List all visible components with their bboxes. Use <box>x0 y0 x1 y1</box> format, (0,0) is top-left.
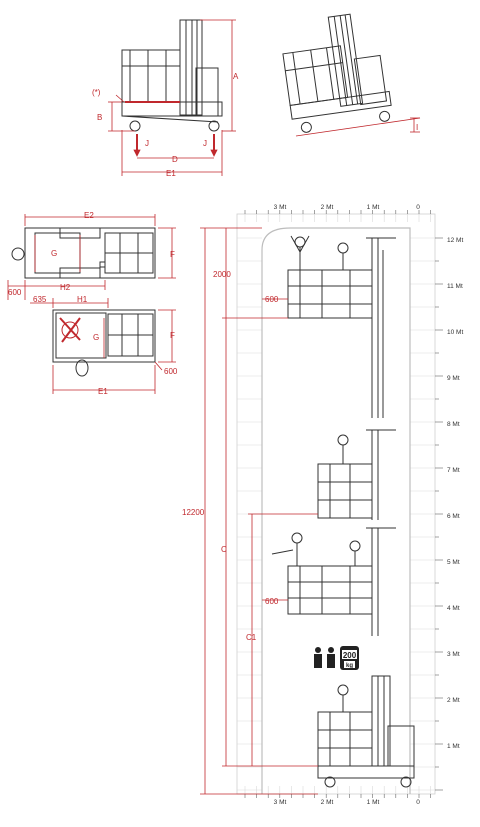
label-c1: C1 <box>246 633 257 642</box>
hscale-bottom-3: 3 Mt <box>274 799 287 806</box>
label-h1: H1 <box>77 295 88 304</box>
label-f-1: F <box>170 250 175 259</box>
label-c: C <box>221 545 227 554</box>
label-star: (*) <box>92 88 101 97</box>
label-f-2: F <box>170 331 175 340</box>
hscale-top-2: 2 Mt <box>321 204 334 211</box>
label-h2: H2 <box>60 283 71 292</box>
vscale-10: 10 Mt <box>447 329 463 336</box>
capacity-value: 200 <box>343 651 357 660</box>
label-b: B <box>97 113 102 122</box>
label-a: A <box>233 72 239 81</box>
hscale-bottom-2: 2 Mt <box>321 799 334 806</box>
lift-lower-position <box>271 527 396 636</box>
vscale-11: 11 Mt <box>447 283 463 290</box>
label-2000: 2000 <box>213 270 231 279</box>
slope-indicator <box>295 117 421 137</box>
label-e1: E1 <box>166 169 176 178</box>
vscale-8: 8 Mt <box>447 421 460 428</box>
hscale-bottom-0: 0 <box>416 799 420 806</box>
hscale-bottom-1: 1 Mt <box>367 799 380 806</box>
tilted-view <box>282 13 392 133</box>
vscale-3: 3 Mt <box>447 651 460 658</box>
label-i: I <box>416 123 418 132</box>
capacity-pictogram: 200 kg <box>314 646 359 670</box>
side-view <box>121 19 223 132</box>
hscale-top-1: 1 Mt <box>367 204 380 211</box>
vscale-4: 4 Mt <box>447 605 460 612</box>
operator-head <box>11 247 25 261</box>
vscale-9: 9 Mt <box>447 375 460 382</box>
vscale-5: 5 Mt <box>447 559 460 566</box>
platform-cage <box>121 49 181 103</box>
lift-top-position <box>287 235 396 418</box>
top-view-extended <box>52 309 156 377</box>
range-frame <box>236 213 436 795</box>
top-view-retracted <box>11 227 156 279</box>
vscale-2: 2 Mt <box>447 697 460 704</box>
top-view-2-dims <box>30 298 176 394</box>
label-600-left: 600 <box>8 288 22 297</box>
label-600-top: 600 <box>265 295 279 304</box>
hscale-top-0: 0 <box>416 204 420 211</box>
vscale-1: 1 Mt <box>447 743 460 750</box>
label-600-mid: 600 <box>265 597 279 606</box>
front-wheel <box>208 120 220 132</box>
label-635: 635 <box>33 295 47 304</box>
top-view-1-dims <box>7 214 176 300</box>
range-grid <box>237 210 443 798</box>
vscale-12: 12 Mt <box>447 237 463 244</box>
vscale-6: 6 Mt <box>447 513 460 520</box>
label-j-left: J <box>145 139 149 148</box>
working-envelope <box>261 227 411 794</box>
lift-mid-position <box>317 429 396 520</box>
label-12200: 12200 <box>182 508 205 517</box>
label-g-2: G <box>93 333 99 342</box>
vscale-7: 7 Mt <box>447 467 460 474</box>
lift-base-position <box>317 675 415 788</box>
side-view-dimensions <box>108 19 236 176</box>
capacity-unit: kg <box>346 663 353 669</box>
label-d: D <box>172 155 178 164</box>
label-j-right: J <box>203 139 207 148</box>
label-e2: E2 <box>84 211 94 220</box>
base-chassis <box>121 101 223 117</box>
label-e1-top: E1 <box>98 387 108 396</box>
hscale-top-3: 3 Mt <box>274 204 287 211</box>
mast-housing <box>195 67 219 117</box>
range-dimensions <box>200 227 318 795</box>
label-600-right: 600 <box>164 367 178 376</box>
label-g-1: G <box>51 249 57 258</box>
rear-wheel <box>129 120 141 132</box>
